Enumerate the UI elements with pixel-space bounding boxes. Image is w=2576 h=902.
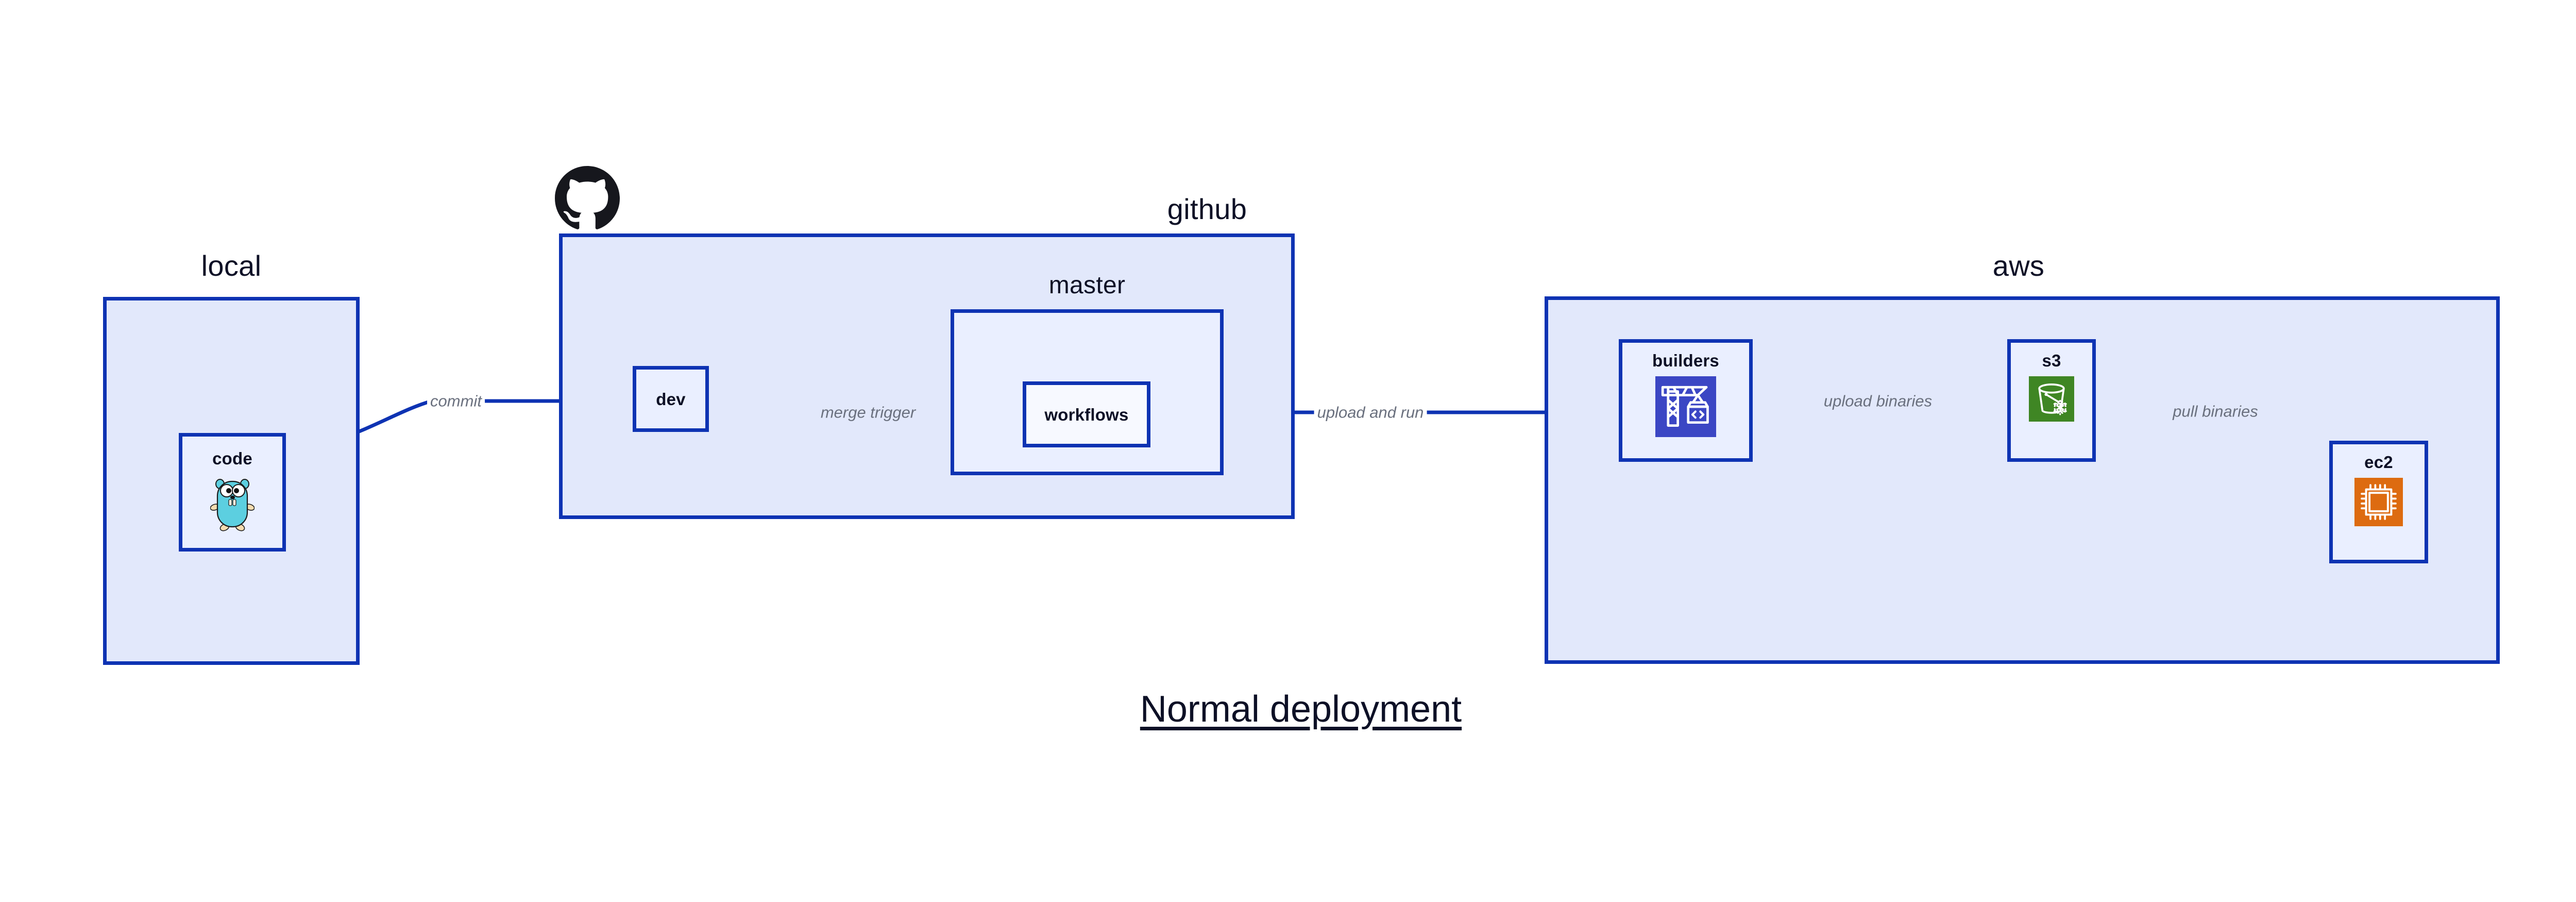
edge-label-pull-binaries: pull binaries bbox=[2170, 403, 2261, 420]
group-label-local: local bbox=[201, 249, 262, 282]
edge-label-upload-and-run: upload and run bbox=[1314, 404, 1427, 421]
node-box-ec2[interactable]: ec2 bbox=[2329, 441, 2428, 563]
node-label-s3: s3 bbox=[2042, 351, 2061, 370]
group-label-github: github bbox=[1167, 193, 1247, 225]
node-label-ec2: ec2 bbox=[2364, 453, 2393, 472]
node-box-dev[interactable]: dev bbox=[633, 366, 709, 432]
aws-s3-glacier-icon bbox=[2029, 376, 2074, 424]
group-label-master: master bbox=[1048, 272, 1126, 299]
node-label-builders: builders bbox=[1652, 351, 1719, 370]
node-label-workflows: workflows bbox=[1044, 405, 1129, 424]
group-box-local bbox=[103, 297, 360, 665]
node-box-code[interactable]: code bbox=[179, 433, 286, 552]
group-label-aws: aws bbox=[1992, 249, 2045, 282]
node-label-dev: dev bbox=[656, 389, 686, 409]
github-octocat-icon bbox=[555, 166, 620, 233]
node-label-code: code bbox=[212, 449, 252, 468]
aws-ec2-icon bbox=[2354, 478, 2403, 529]
edge-label-commit: commit bbox=[427, 393, 485, 409]
diagram-title: Normal deployment bbox=[1140, 689, 1462, 730]
edge-label-upload-binaries: upload binaries bbox=[1820, 393, 1936, 409]
node-box-builders[interactable]: builders bbox=[1619, 339, 1753, 462]
go-gopher-icon bbox=[210, 475, 255, 534]
node-box-workflows[interactable]: workflows bbox=[1023, 381, 1150, 447]
aws-codebuild-icon bbox=[1655, 376, 1716, 440]
node-box-s3[interactable]: s3 bbox=[2007, 339, 2096, 462]
edge-label-merge-trigger: merge trigger bbox=[817, 404, 919, 421]
